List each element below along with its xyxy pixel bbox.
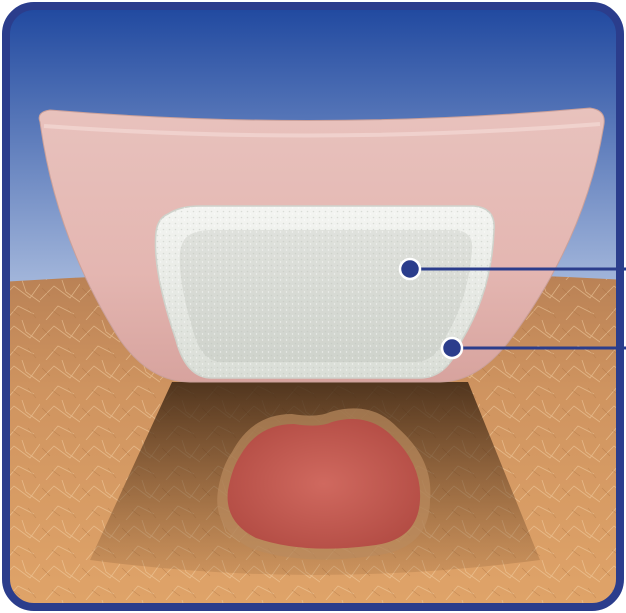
wound	[228, 419, 421, 549]
callout-dot-pad	[400, 259, 420, 279]
absorbent-pad-texture	[180, 230, 472, 362]
callout-dot-border	[442, 338, 462, 358]
